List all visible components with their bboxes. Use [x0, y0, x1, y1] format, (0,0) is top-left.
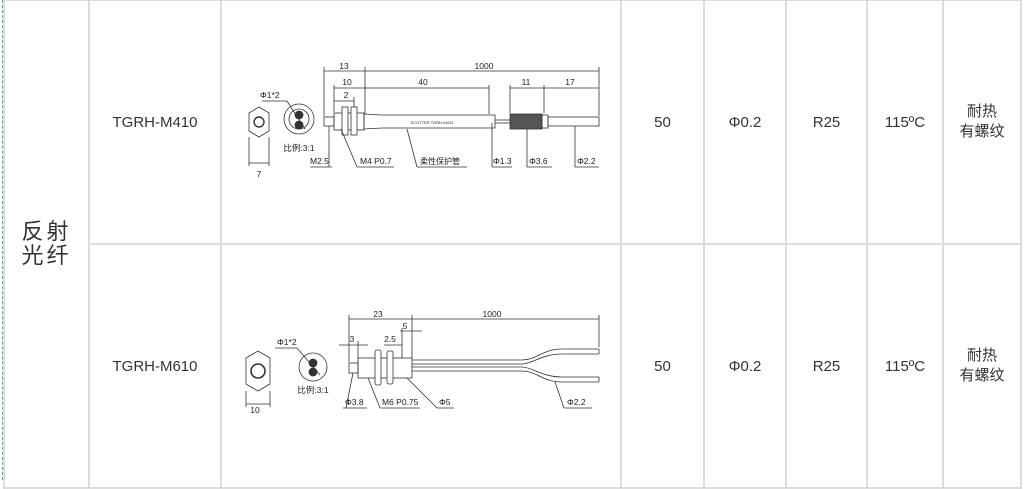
hex-nut-view	[245, 350, 271, 392]
value-c-cell: R25	[785, 243, 868, 489]
dim-40: 40	[418, 77, 428, 87]
feature-line2: 有螺纹	[959, 123, 1005, 140]
label-tip: M2.5	[310, 156, 329, 166]
model-cell: TGRH-M410	[88, 0, 222, 245]
dim-1000: 1000	[483, 309, 502, 319]
temperature-cell: 115ºC	[866, 243, 944, 489]
drawing-cell: 10 Φ1*2 比例:3:1 23	[220, 243, 622, 489]
label-tube: 柔性保护管	[420, 156, 460, 166]
value-a-cell: 50	[620, 243, 705, 489]
drawing-cell: 7 Φ1*2 比例:3:1 ECOTTER TGRH-M410	[220, 0, 622, 245]
body-print: ECOTTER TGRH-M410	[411, 120, 455, 125]
label-cable: Φ2.2	[577, 156, 596, 166]
label-thread: M4 P0.7	[360, 156, 392, 166]
table-row: TGRH-M610 10 Φ1*2 比例:3:1	[4, 243, 1022, 489]
value-c-cell: R25	[785, 0, 868, 245]
label-sleeve: Φ3.6	[529, 156, 548, 166]
category-line2: 光纤	[21, 243, 72, 268]
feature-cell: 耐热 有螺纹	[942, 0, 1022, 245]
feature-line1: 耐热	[966, 347, 997, 364]
model-cell: TGRH-M610	[88, 243, 222, 489]
category-line1: 反射	[21, 219, 72, 244]
knurled-sleeve	[509, 113, 543, 130]
fiber-dim-label: Φ1*2	[260, 90, 280, 100]
dimension-drawing-m410: 7 Φ1*2 比例:3:1 ECOTTER TGRH-M410	[248, 61, 600, 179]
fiber-cross-section	[298, 352, 328, 382]
dim-17: 17	[565, 77, 575, 87]
hex-width-label: 10	[250, 405, 260, 415]
label-tip: Φ3.8	[345, 397, 364, 407]
dim-13: 13	[339, 61, 349, 71]
dim-1000: 1000	[475, 61, 494, 71]
feature-line2: 有螺纹	[959, 367, 1005, 384]
dim-5: 5	[403, 321, 408, 331]
value-a-cell: 50	[620, 0, 705, 245]
dim-11: 11	[522, 77, 531, 87]
value-b-cell: Φ0.2	[703, 243, 787, 489]
dim-3: 3	[350, 334, 355, 344]
dim-2-5: 2.5	[384, 334, 396, 344]
product-spec-table: 反射 光纤 TGRH-M410 7 Φ1*2 比例:3:1	[3, 0, 1022, 489]
label-cable: Φ2.2	[567, 397, 586, 407]
dim-2: 2	[344, 90, 349, 100]
label-body: Φ5	[439, 397, 451, 407]
feature-line1: 耐热	[966, 103, 997, 120]
hex-width-label: 7	[257, 169, 262, 179]
scale-label: 比例:3:1	[297, 385, 328, 395]
table-row: 反射 光纤 TGRH-M410 7 Φ1*2 比例:3:1	[3, 0, 1022, 489]
category-cell: 反射 光纤	[3, 0, 90, 489]
value-b-cell: Φ0.2	[703, 0, 787, 245]
left-dashed-edge	[2, 0, 3, 480]
hex-nut-view	[248, 106, 270, 138]
dim-10: 10	[342, 77, 352, 87]
feature-cell: 耐热 有螺纹	[942, 243, 1022, 489]
dim-23: 23	[373, 309, 383, 319]
temperature-cell: 115ºC	[866, 0, 944, 245]
label-fiber: Φ1.3	[493, 156, 512, 166]
label-thread: M6 P0.75	[382, 397, 419, 407]
scale-label: 比例:3:1	[283, 143, 314, 153]
fiber-dim-label: Φ1*2	[277, 337, 297, 347]
fiber-cross-section	[283, 103, 315, 135]
dimension-drawing-m610: 10 Φ1*2 比例:3:1 23	[245, 309, 600, 415]
